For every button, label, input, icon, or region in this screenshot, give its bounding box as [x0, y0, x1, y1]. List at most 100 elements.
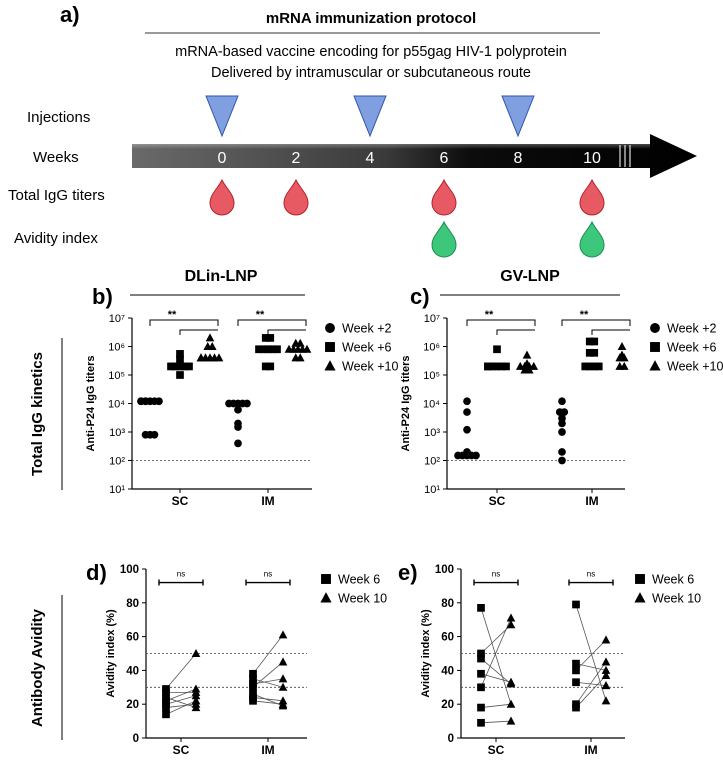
y-tick-label: 10⁴	[423, 399, 440, 411]
protocol-subtitle-2: Delivered by intramuscular or subcutaneo…	[211, 65, 531, 81]
data-point-week-6	[167, 362, 175, 371]
significance-label: ns	[587, 570, 595, 579]
legend-marker-triangle	[320, 592, 332, 603]
significance-bracket	[561, 319, 631, 326]
data-point-week-6	[162, 693, 170, 702]
legend-marker-square	[635, 574, 645, 584]
y-tick-label: 100	[435, 564, 454, 576]
data-point-week-6	[249, 690, 257, 698]
legend-marker-triangle	[324, 360, 336, 371]
pair-line	[165, 703, 197, 708]
y-tick-label: 10¹	[109, 484, 125, 496]
pair-line	[252, 634, 284, 675]
data-point-week-2	[558, 397, 566, 406]
week-label-0: 0	[218, 150, 227, 167]
significance-bracket	[158, 579, 204, 586]
y-tick-label: 10⁵	[108, 370, 125, 382]
data-point-week-2	[558, 448, 566, 456]
legend-marker-square	[325, 342, 335, 352]
data-point-week-6	[176, 350, 184, 358]
panel-d-label: d)	[86, 560, 107, 585]
data-point-week-2	[558, 456, 566, 465]
x-tick-label-im: IM	[585, 494, 598, 508]
data-point-week-6	[585, 362, 594, 371]
pair-line	[165, 695, 197, 705]
data-point-week-6	[261, 362, 270, 371]
pair-line	[165, 697, 197, 708]
data-point-week-6	[493, 362, 501, 371]
x-tick-label-im: IM	[261, 743, 274, 757]
injection-marker-week-8	[501, 95, 535, 138]
legend-label: Week 10	[652, 592, 701, 606]
panel-b-title: DLin-LNP	[185, 268, 258, 285]
data-point-week-10	[506, 699, 516, 708]
significance-bracket	[267, 329, 306, 335]
significance-bracket	[496, 329, 535, 335]
data-point-week-10	[524, 365, 534, 374]
y-tick-label: 40	[441, 665, 454, 677]
legend-marker-circle	[325, 323, 335, 333]
significance-bracket	[473, 579, 519, 586]
data-point-week-6	[477, 669, 485, 678]
significance-label: ns	[177, 570, 185, 579]
legend-label: Week +10	[342, 360, 398, 374]
panel-c-label: c)	[410, 284, 430, 309]
legend-label: Week +2	[342, 322, 391, 336]
data-point-week-6	[264, 345, 272, 354]
data-point-week-6	[162, 710, 170, 719]
legend-marker-triangle	[634, 592, 646, 603]
data-point-week-6	[590, 348, 599, 357]
igg-drop-week-0	[209, 178, 235, 216]
y-tick-label: 40	[126, 665, 139, 677]
data-point-week-6	[585, 337, 594, 346]
timeline-arrow	[132, 134, 697, 178]
data-point-week-10	[601, 657, 611, 666]
data-point-week-6	[162, 685, 170, 693]
data-point-week-2	[558, 419, 566, 428]
data-point-week-6	[477, 604, 485, 612]
data-point-week-6	[477, 654, 485, 663]
data-point-week-10	[191, 696, 201, 705]
data-point-week-10	[601, 635, 611, 644]
data-point-week-6	[572, 700, 580, 709]
panel-e-label: e)	[398, 560, 418, 585]
panel-b-label: b)	[92, 284, 113, 309]
y-tick-label: 0	[448, 733, 454, 745]
avidity-drop-week-6	[431, 220, 457, 258]
data-point-week-10	[278, 682, 288, 691]
data-point-week-10	[506, 677, 516, 686]
significance-label: **	[168, 309, 177, 321]
data-point-week-6	[590, 337, 599, 346]
y-tick-label: 10⁶	[423, 342, 440, 354]
data-point-week-10	[617, 341, 627, 350]
data-point-week-10	[205, 333, 215, 342]
data-point-week-10	[506, 716, 516, 725]
data-point-week-2	[558, 428, 566, 436]
pair-line	[480, 673, 512, 683]
data-point-week-6	[477, 649, 485, 658]
data-point-week-2	[463, 397, 471, 406]
avidity-drop-week-10	[579, 220, 605, 258]
data-point-week-6	[477, 703, 485, 712]
data-point-week-6	[484, 362, 492, 371]
data-point-week-6	[185, 362, 193, 371]
side-label-avidity: Antibody Avidity	[29, 608, 46, 727]
data-point-week-10	[506, 613, 516, 622]
data-point-week-6	[572, 659, 580, 668]
pair-line	[480, 607, 512, 705]
side-label-igg: Total IgG kinetics	[29, 352, 46, 476]
significance-bracket	[245, 579, 291, 586]
pair-line	[575, 675, 607, 708]
y-tick-label: 10³	[424, 427, 440, 439]
pair-line	[575, 663, 607, 671]
data-point-week-2	[472, 451, 480, 460]
legend-marker-square	[650, 342, 660, 352]
data-point-week-6	[477, 683, 485, 692]
data-point-week-6	[266, 362, 275, 371]
y-tick-label: 10⁶	[108, 342, 125, 354]
significance-label: **	[485, 309, 494, 321]
legend-label: Week 6	[652, 573, 694, 587]
